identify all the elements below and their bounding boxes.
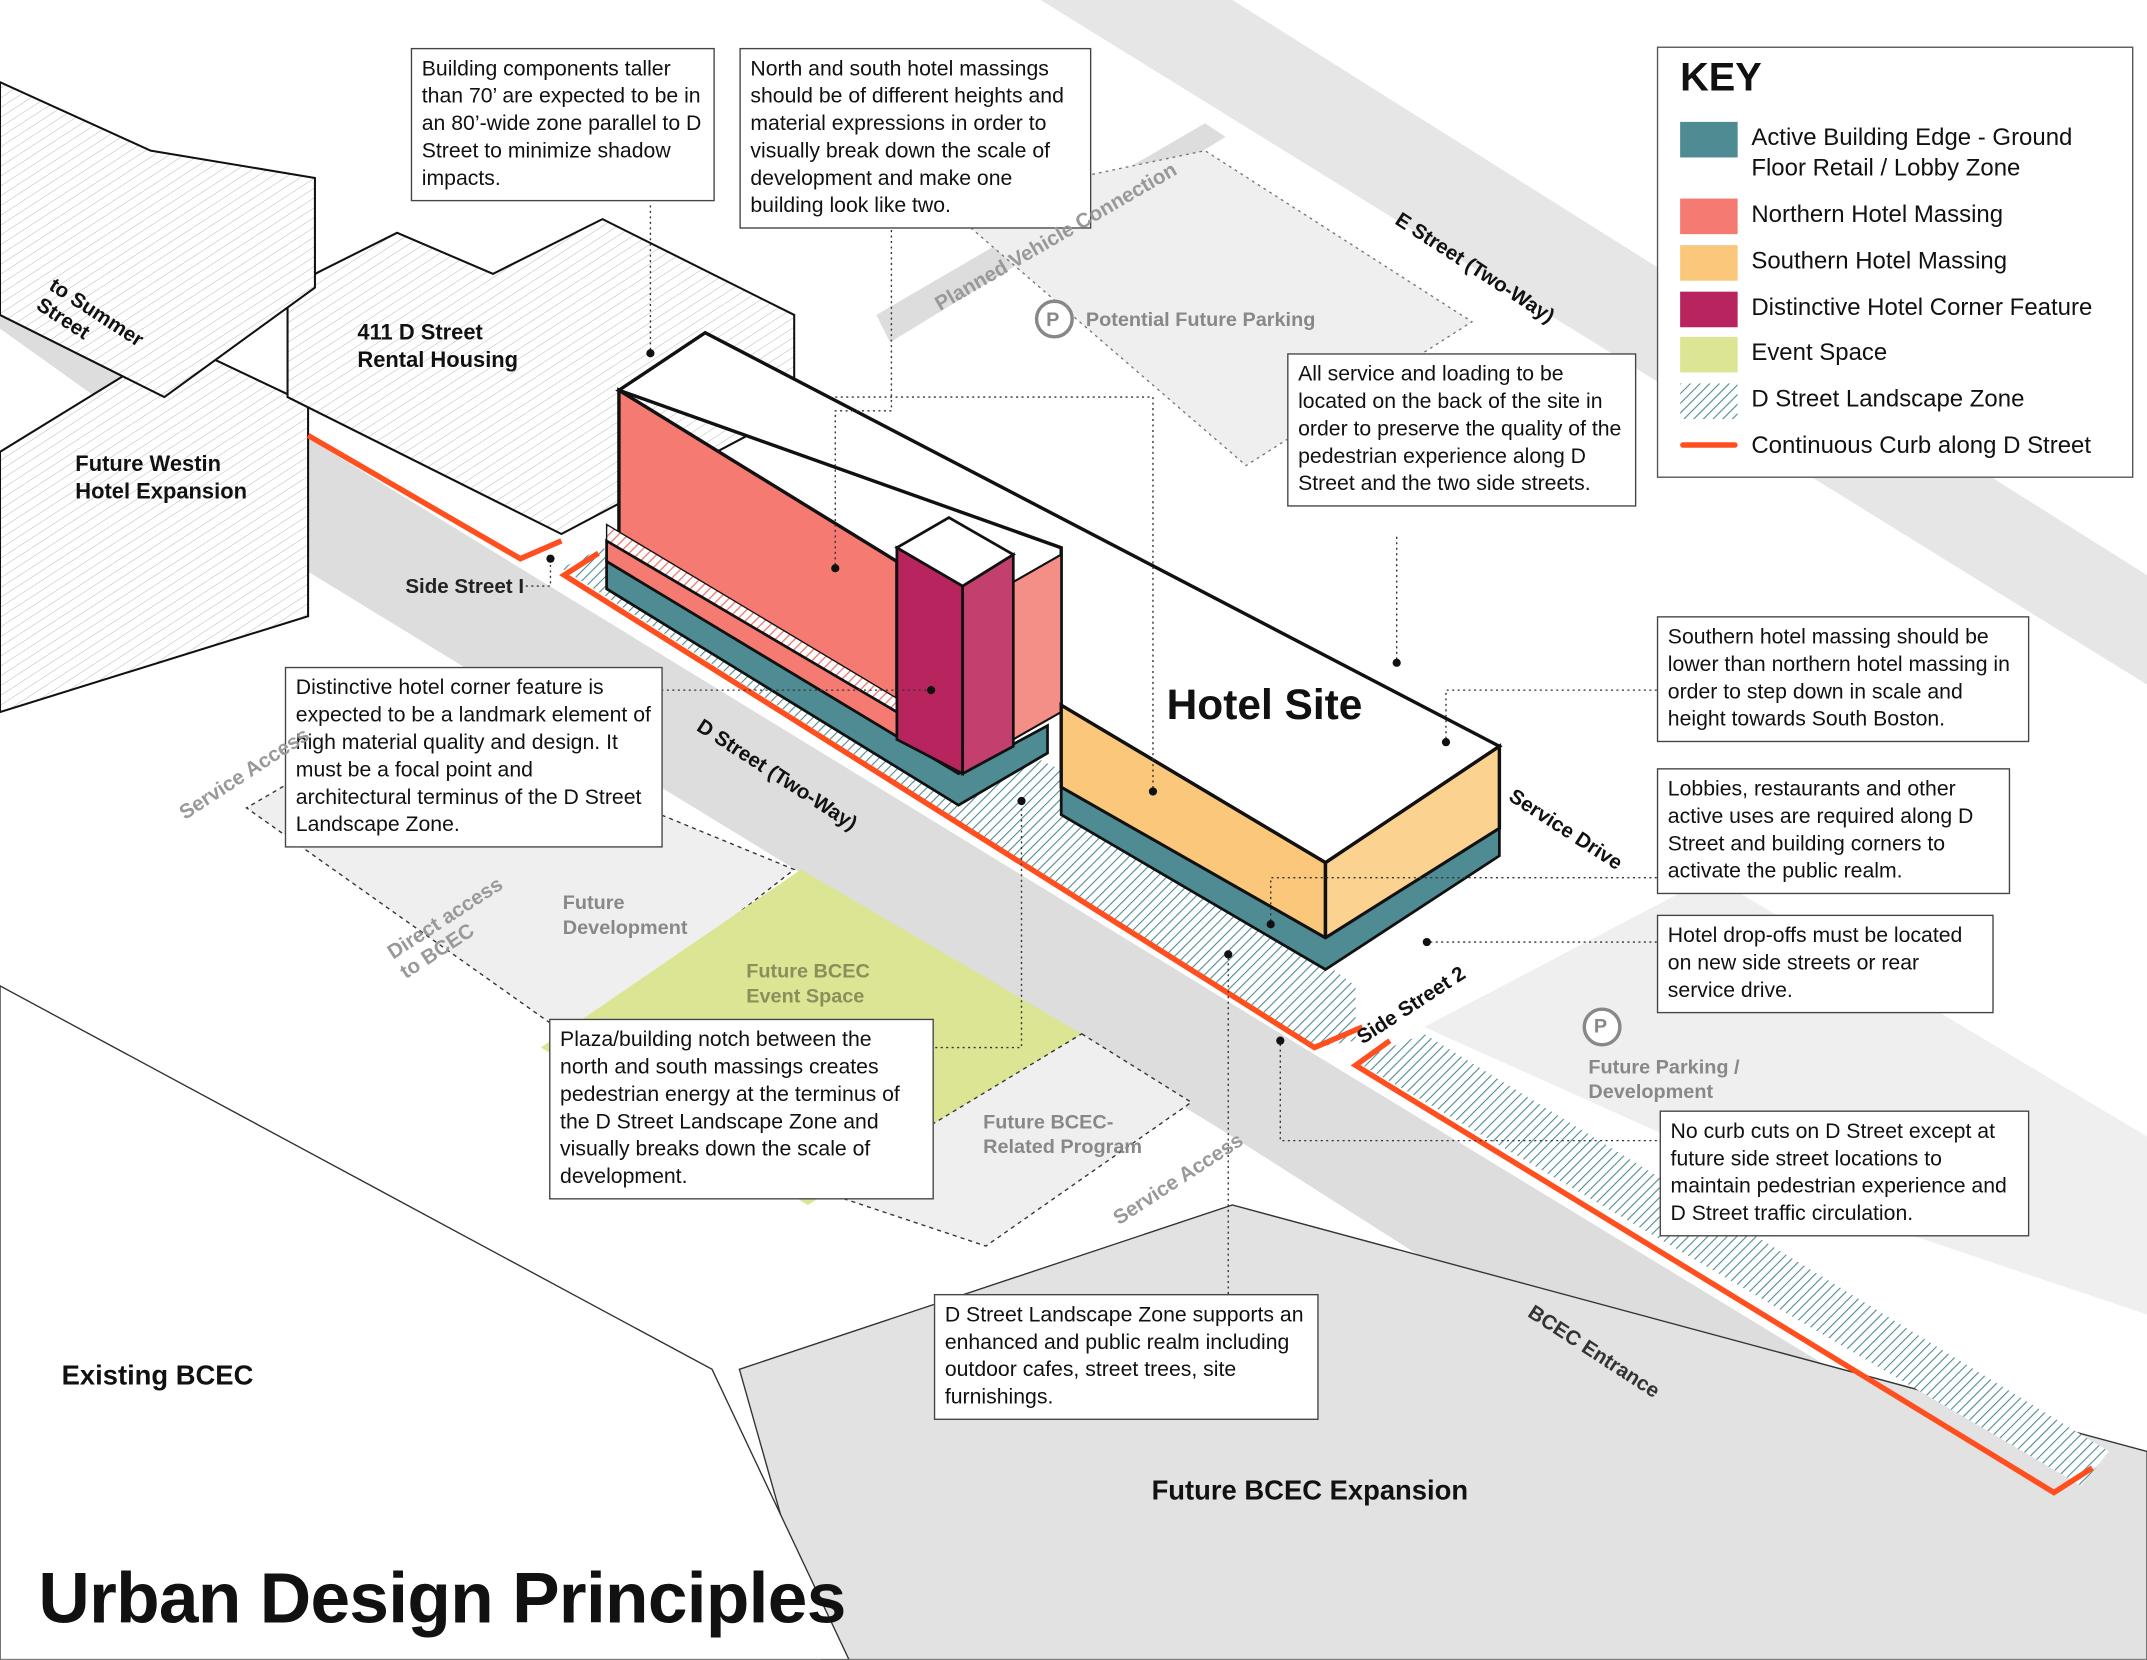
legend-label: Active Building Edge - Ground Floor Reta… xyxy=(1751,123,2073,181)
legend-item-curb: Continuous Curb along D Street xyxy=(1680,430,2091,460)
bcec-expansion-roof xyxy=(738,1204,2147,1660)
continuous-curb xyxy=(306,433,563,562)
legend-label: Southern Hotel Massing xyxy=(1751,246,2008,274)
corner-feature-side xyxy=(961,552,1015,776)
legend-swatch xyxy=(1680,291,1738,328)
leader-lines xyxy=(525,205,1657,1294)
note-landscape-zone: D Street Landscape Zone supports an enha… xyxy=(933,1293,1319,1420)
note-southern-massing: Southern hotel massing should be lower t… xyxy=(1656,616,2030,743)
note-plaza: Plaza/building notch between the north a… xyxy=(549,1018,934,1200)
event-space-label: Future BCEC Event Space xyxy=(746,961,870,1008)
related-program-label: Future BCEC- Related Program xyxy=(983,1111,1143,1159)
parking-icon xyxy=(1582,1007,1622,1047)
legend-label: Continuous Curb along D Street xyxy=(1751,431,2092,459)
existing-bcec-roof xyxy=(0,985,850,1660)
parking-p-1: P xyxy=(1046,309,1060,332)
continuous-curb xyxy=(559,550,1364,1051)
hotel-site-label: Hotel Site xyxy=(1166,680,1363,729)
bcec-expansion-label: Future BCEC Expansion xyxy=(1151,1476,1469,1507)
leader-dots xyxy=(546,349,1451,1045)
rental-housing-label: 411 D Street Rental Housing xyxy=(357,321,519,373)
note-massings: North and south hotel massings should be… xyxy=(739,47,1092,229)
side-street-1-label: Side Street I xyxy=(405,575,525,599)
hatch-swatch xyxy=(1680,383,1738,420)
legend-item-landscape: D Street Landscape Zone xyxy=(1680,383,2025,420)
note-building-height: Building components taller than 70’ are … xyxy=(410,47,715,202)
legend: KEY Active Building Edge - Ground Floor … xyxy=(1656,46,2134,478)
upper-left-building xyxy=(0,81,316,399)
legend-swatch xyxy=(1680,198,1738,235)
note-curb-cuts: No curb cuts on D Street except at futur… xyxy=(1659,1110,2030,1237)
corner-feature-top xyxy=(894,516,1016,588)
legend-swatch xyxy=(1680,121,1738,158)
westin-label: Future Westin Hotel Expansion xyxy=(75,453,247,504)
note-lobbies: Lobbies, restaurants and other active us… xyxy=(1656,768,2011,895)
legend-heading: KEY xyxy=(1680,56,1762,100)
legend-item-event: Event Space xyxy=(1680,336,1888,373)
legend-swatch xyxy=(1680,336,1738,373)
note-dropoffs: Hotel drop-offs must be located on new s… xyxy=(1656,914,1994,1014)
parking-icon xyxy=(1034,299,1074,339)
note-service: All service and loading to be located on… xyxy=(1287,353,1637,507)
active-edge-north xyxy=(605,558,1049,807)
northern-hotel-side xyxy=(1012,552,1063,742)
legend-item-corner: Distinctive Hotel Corner Feature xyxy=(1680,291,2093,328)
legend-label: Distinctive Hotel Corner Feature xyxy=(1751,293,2093,321)
legend-item-active-edge: Active Building Edge - Ground Floor Reta… xyxy=(1680,121,2073,182)
legend-swatch xyxy=(1680,442,1738,448)
landscape-zone-hatch-south xyxy=(1355,1033,2109,1486)
legend-swatch xyxy=(1680,245,1738,281)
westin-building xyxy=(0,341,310,714)
parking-p-2: P xyxy=(1593,1016,1608,1038)
existing-bcec-label: Existing BCEC xyxy=(61,1361,254,1392)
legend-item-northern: Northern Hotel Massing xyxy=(1680,198,2004,235)
active-edge-south xyxy=(1059,784,1501,972)
potential-parking-label: Potential Future Parking xyxy=(1085,309,1316,332)
future-development-label: Future Development xyxy=(562,892,688,940)
legend-label: Northern Hotel Massing xyxy=(1751,199,2004,228)
legend-item-southern: Southern Hotel Massing xyxy=(1680,245,2007,281)
continuous-curb xyxy=(1350,1038,2094,1496)
note-corner-feature: Distinctive hotel corner feature is expe… xyxy=(284,666,663,848)
legend-label: D Street Landscape Zone xyxy=(1751,384,2025,413)
page-title: Urban Design Principles xyxy=(38,1559,846,1640)
legend-label: Event Space xyxy=(1751,338,1888,366)
future-parking-development-label: Future Parking / Development xyxy=(1588,1057,1740,1104)
